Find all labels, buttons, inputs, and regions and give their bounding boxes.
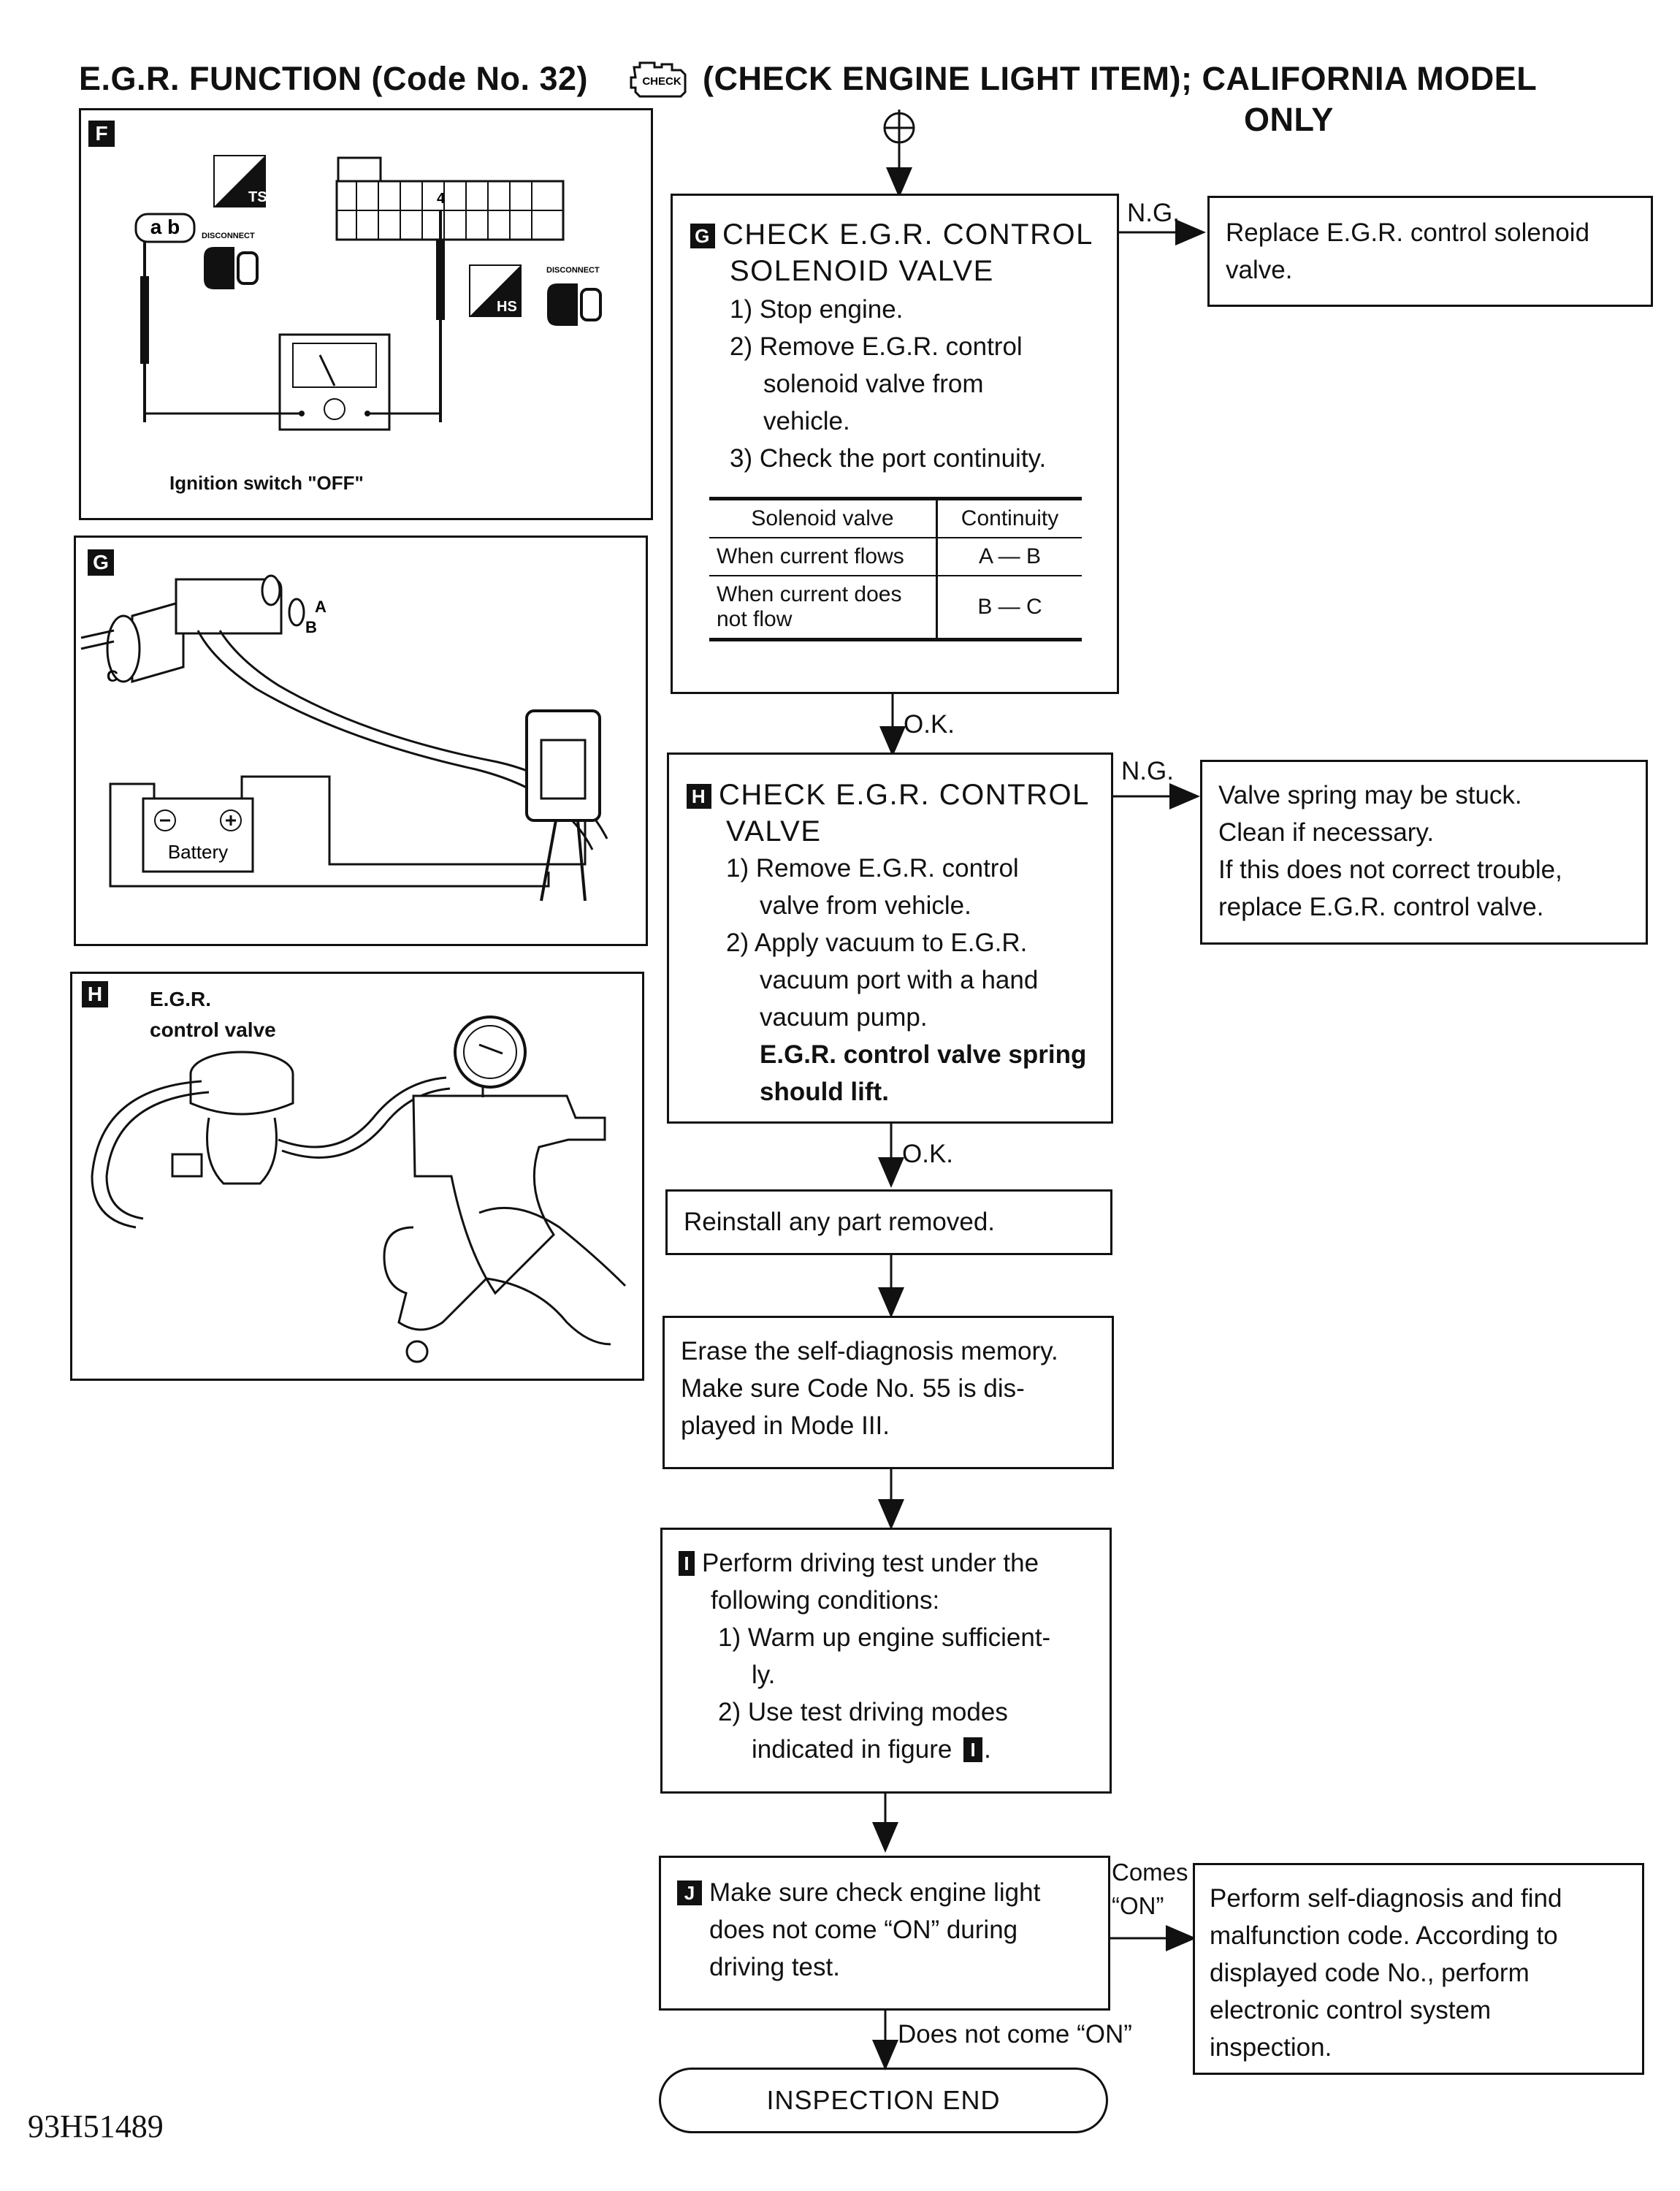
figure-f-caption: Ignition switch "OFF": [169, 472, 364, 494]
replace-solenoid-text: Replace E.G.R. control solenoid valve.: [1226, 218, 1590, 284]
figure-h-panel: [70, 972, 644, 1381]
figure-f-diagram: a b TS DISCONNECT 4 HS DISCONNECT: [134, 155, 602, 431]
svg-text:a b: a b: [150, 216, 180, 238]
valve-spring-line1: Valve spring may be stuck.: [1218, 781, 1522, 809]
g-ng-label: N.G.: [1127, 199, 1180, 227]
j-line2: does not come “ON” during: [709, 1916, 1018, 1944]
check-g-step2: 2) Remove E.G.R. control solenoid valve …: [730, 332, 1023, 435]
not-on-label: Does not come “ON”: [898, 2020, 1132, 2049]
svg-text:C: C: [107, 667, 118, 685]
step-g-badge: G: [690, 224, 715, 248]
self-diag-line3: displayed code No., perform: [1210, 1959, 1530, 1987]
valve-spring-box: Valve spring may be stuck. Clean if nece…: [1200, 760, 1648, 945]
self-diag-line5: inspection.: [1210, 2033, 1332, 2062]
svg-text:DISCONNECT: DISCONNECT: [546, 266, 600, 275]
check-h-heading2: VALVE: [726, 815, 822, 847]
check-g-step1: 1) Stop engine.: [730, 295, 904, 324]
svg-text:DISCONNECT: DISCONNECT: [202, 232, 255, 240]
svg-text:4: 4: [437, 191, 446, 207]
svg-text:A: A: [315, 598, 327, 616]
erase-line1: Erase the self-diagnosis memory.: [681, 1337, 1058, 1365]
h-ok-label: O.K.: [902, 1140, 954, 1168]
figure-f-tag: F: [88, 121, 115, 147]
check-h-note: E.G.R. control valve spring should lift.: [760, 1040, 1087, 1106]
driving-test-step1: 1) Warm up engine sufficient-: [718, 1623, 1051, 1652]
self-diag-line4: electronic control system: [1210, 1996, 1492, 2024]
figure-h-diagram: [91, 1016, 627, 1363]
title-part1: E.G.R. FUNCTION (Code No. 32): [79, 60, 589, 97]
comes-on-label1: Comes: [1112, 1859, 1188, 1886]
driving-test-step2b: indicated in figure I.: [752, 1735, 991, 1764]
g-ok-label: O.K.: [904, 710, 955, 739]
reinstall-box: Reinstall any part removed.: [665, 1189, 1112, 1255]
j-line3: driving test.: [709, 1953, 840, 1981]
h-ng-label: N.G.: [1121, 757, 1174, 785]
figure-h-label1: E.G.R.: [150, 988, 212, 1010]
start-connector-icon: [883, 110, 915, 153]
check-g-step3: 3) Check the port continuity.: [730, 444, 1047, 473]
figure-g-diagram: A B C Battery: [80, 574, 608, 902]
step-h-badge: H: [687, 784, 711, 809]
self-diag-line1: Perform self-diagnosis and find: [1210, 1884, 1562, 1913]
driving-test-line2: following conditions:: [711, 1586, 940, 1615]
figure-i-ref-badge: I: [963, 1737, 983, 1762]
comes-on-label2: “ON”: [1112, 1892, 1164, 1919]
svg-text:Battery: Battery: [168, 841, 228, 863]
table-header-solenoid: Solenoid valve: [751, 506, 894, 530]
valve-spring-line4: replace E.G.R. control valve.: [1218, 893, 1544, 921]
figure-h-label2: control valve: [150, 1018, 276, 1041]
page-title: E.G.R. FUNCTION (Code No. 32): [79, 60, 588, 98]
check-engine-icon: CHECK: [630, 58, 694, 99]
figure-g-tag: G: [88, 549, 114, 576]
svg-text:HS: HS: [497, 299, 517, 315]
check-h-step2: 2) Apply vacuum to E.G.R. vacuum port wi…: [726, 929, 1039, 1032]
svg-text:TS: TS: [248, 189, 267, 205]
reinstall-text: Reinstall any part removed.: [684, 1208, 996, 1236]
inspection-end-text: INSPECTION END: [766, 2085, 1001, 2115]
svg-text:CHECK: CHECK: [642, 75, 681, 88]
document-id: 93H51489: [28, 2108, 164, 2144]
replace-solenoid-box: Replace E.G.R. control solenoid valve.: [1207, 196, 1653, 307]
title-part3: ONLY: [1244, 101, 1334, 138]
self-diag-line2: malfunction code. According to: [1210, 1921, 1558, 1950]
table-cell: B — C: [936, 575, 1082, 640]
erase-memory-box: Erase the self-diagnosis memory. Make su…: [663, 1316, 1114, 1469]
table-cell: When current does not flow: [709, 575, 937, 640]
title-part2: (CHECK ENGINE LIGHT ITEM); CALIFORNIA MO…: [703, 60, 1538, 97]
valve-spring-line2: Clean if necessary.: [1218, 818, 1435, 847]
table-cell: When current flows: [709, 537, 937, 576]
table-cell: A — B: [936, 537, 1082, 576]
self-diagnosis-box: Perform self-diagnosis and find malfunct…: [1193, 1863, 1644, 2075]
check-g-heading2: SOLENOID VALVE: [730, 255, 994, 287]
driving-test-step1b: ly.: [752, 1661, 776, 1689]
inspection-end-terminal: INSPECTION END: [659, 2068, 1108, 2133]
valve-spring-line3: If this does not correct trouble,: [1218, 856, 1562, 884]
svg-text:B: B: [305, 618, 317, 636]
table-header-continuity: Continuity: [936, 498, 1082, 538]
continuity-table: Solenoid valve Continuity When current f…: [709, 497, 1082, 641]
figure-h-tag: H: [82, 981, 108, 1007]
erase-line3: played in Mode III.: [681, 1411, 890, 1440]
step-j-badge: J: [677, 1881, 702, 1905]
step-i-badge: I: [679, 1551, 695, 1576]
erase-line2: Make sure Code No. 55 is dis-: [681, 1374, 1025, 1403]
driving-test-step2: 2) Use test driving modes: [718, 1698, 1008, 1726]
check-h-step1: 1) Remove E.G.R. control valve from vehi…: [726, 854, 1019, 920]
